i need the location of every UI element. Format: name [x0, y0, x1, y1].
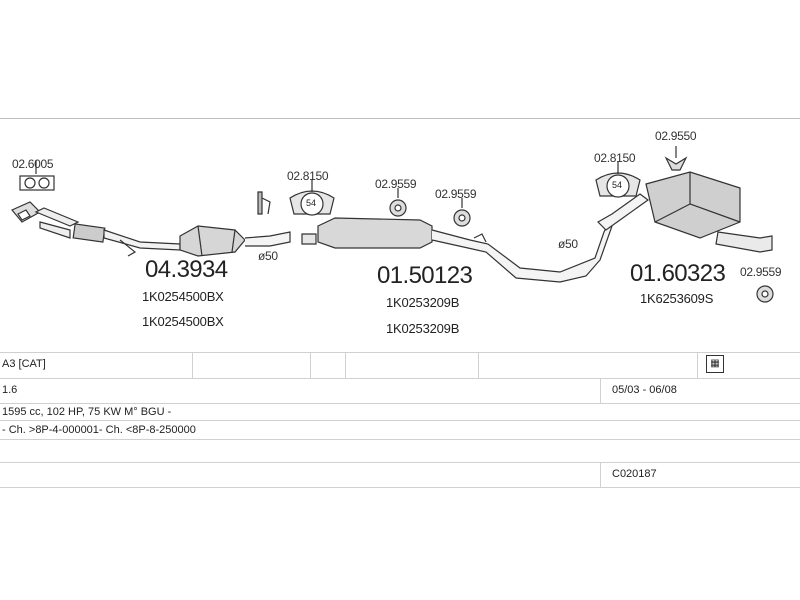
- middle-silencer-oem-2: 1K0253209B: [386, 321, 460, 336]
- diameter-label-1: ø50: [258, 249, 278, 263]
- car-document-icon[interactable]: ▦: [706, 355, 724, 373]
- front-pipe-part-number: 04.3934: [145, 256, 228, 283]
- rear-silencer-part-number: 01.60323: [630, 260, 726, 287]
- rubber-mount-2-part-number: 02.9559: [435, 187, 477, 201]
- table-bottom-line: [0, 487, 800, 488]
- model-name: A3 [CAT]: [2, 358, 46, 370]
- column-divider: [697, 352, 698, 378]
- rubber-mount-3-part-number: 02.9559: [740, 265, 782, 279]
- row-divider: [0, 462, 800, 463]
- clamp-right-size: 54: [612, 180, 623, 190]
- rubber-mount-3-shape: [756, 285, 774, 303]
- gasket-part-number: 02.6005: [12, 157, 54, 171]
- row-divider: [0, 420, 800, 421]
- chassis-range: - Ch. >8P-4-000001- Ch. <8P-8-250000: [2, 424, 196, 436]
- rear-silencer-shape: [597, 171, 773, 253]
- clamp-right-shape: [595, 172, 641, 198]
- top-border-line: [0, 118, 800, 119]
- clamp-center-size: 54: [306, 198, 317, 208]
- rubber-mount-1-shape: [389, 199, 407, 217]
- year-range: 05/03 - 06/08: [612, 384, 677, 396]
- column-divider: [600, 378, 601, 404]
- rubber-mount-1-part-number: 02.9559: [375, 177, 417, 191]
- exhaust-system-diagram: 02.6005 04.3934 1K0254500BX 1K0254500BX …: [0, 118, 800, 350]
- clamp-center-part-number: 02.8150: [287, 169, 329, 183]
- middle-silencer-part-number: 01.50123: [377, 262, 473, 289]
- catalog-code: C020187: [612, 468, 657, 480]
- column-divider: [345, 352, 346, 378]
- bracket-part-number: 02.9550: [655, 129, 697, 143]
- engine-row: 1.6 05/03 - 06/08: [0, 379, 800, 403]
- exhaust-drawing: [11, 146, 774, 303]
- clamp-right-part-number: 02.8150: [594, 151, 636, 165]
- gasket-icon: [19, 175, 55, 191]
- chassis-row: - Ch. >8P-4-000001- Ch. <8P-8-250000: [0, 421, 800, 439]
- row-divider: [0, 439, 800, 440]
- bracket-shape: [664, 156, 688, 171]
- front-pipe-shape: [11, 191, 291, 257]
- model-row: A3 [CAT] ▦: [0, 353, 800, 377]
- rear-silencer-oem: 1K6253609S: [640, 291, 714, 306]
- column-divider: [600, 462, 601, 488]
- front-pipe-oem-1: 1K0254500BX: [142, 289, 224, 304]
- row-divider: [0, 403, 800, 404]
- table-top-line: [0, 352, 800, 353]
- column-divider: [192, 352, 193, 378]
- column-divider: [310, 352, 311, 378]
- clamp-center-shape: [289, 190, 335, 216]
- engine-specs: 1595 cc, 102 HP, 75 KW M° BGU -: [2, 406, 172, 418]
- column-divider: [478, 352, 479, 378]
- specs-row: 1595 cc, 102 HP, 75 KW M° BGU -: [0, 404, 800, 420]
- row-divider: [0, 378, 800, 379]
- diameter-label-2: ø50: [558, 237, 578, 251]
- middle-silencer-oem-1: 1K0253209B: [386, 295, 460, 310]
- rubber-mount-2-shape: [453, 209, 471, 227]
- engine-size: 1.6: [2, 384, 18, 396]
- front-pipe-oem-2: 1K0254500BX: [142, 314, 224, 329]
- code-row: C020187: [0, 463, 800, 487]
